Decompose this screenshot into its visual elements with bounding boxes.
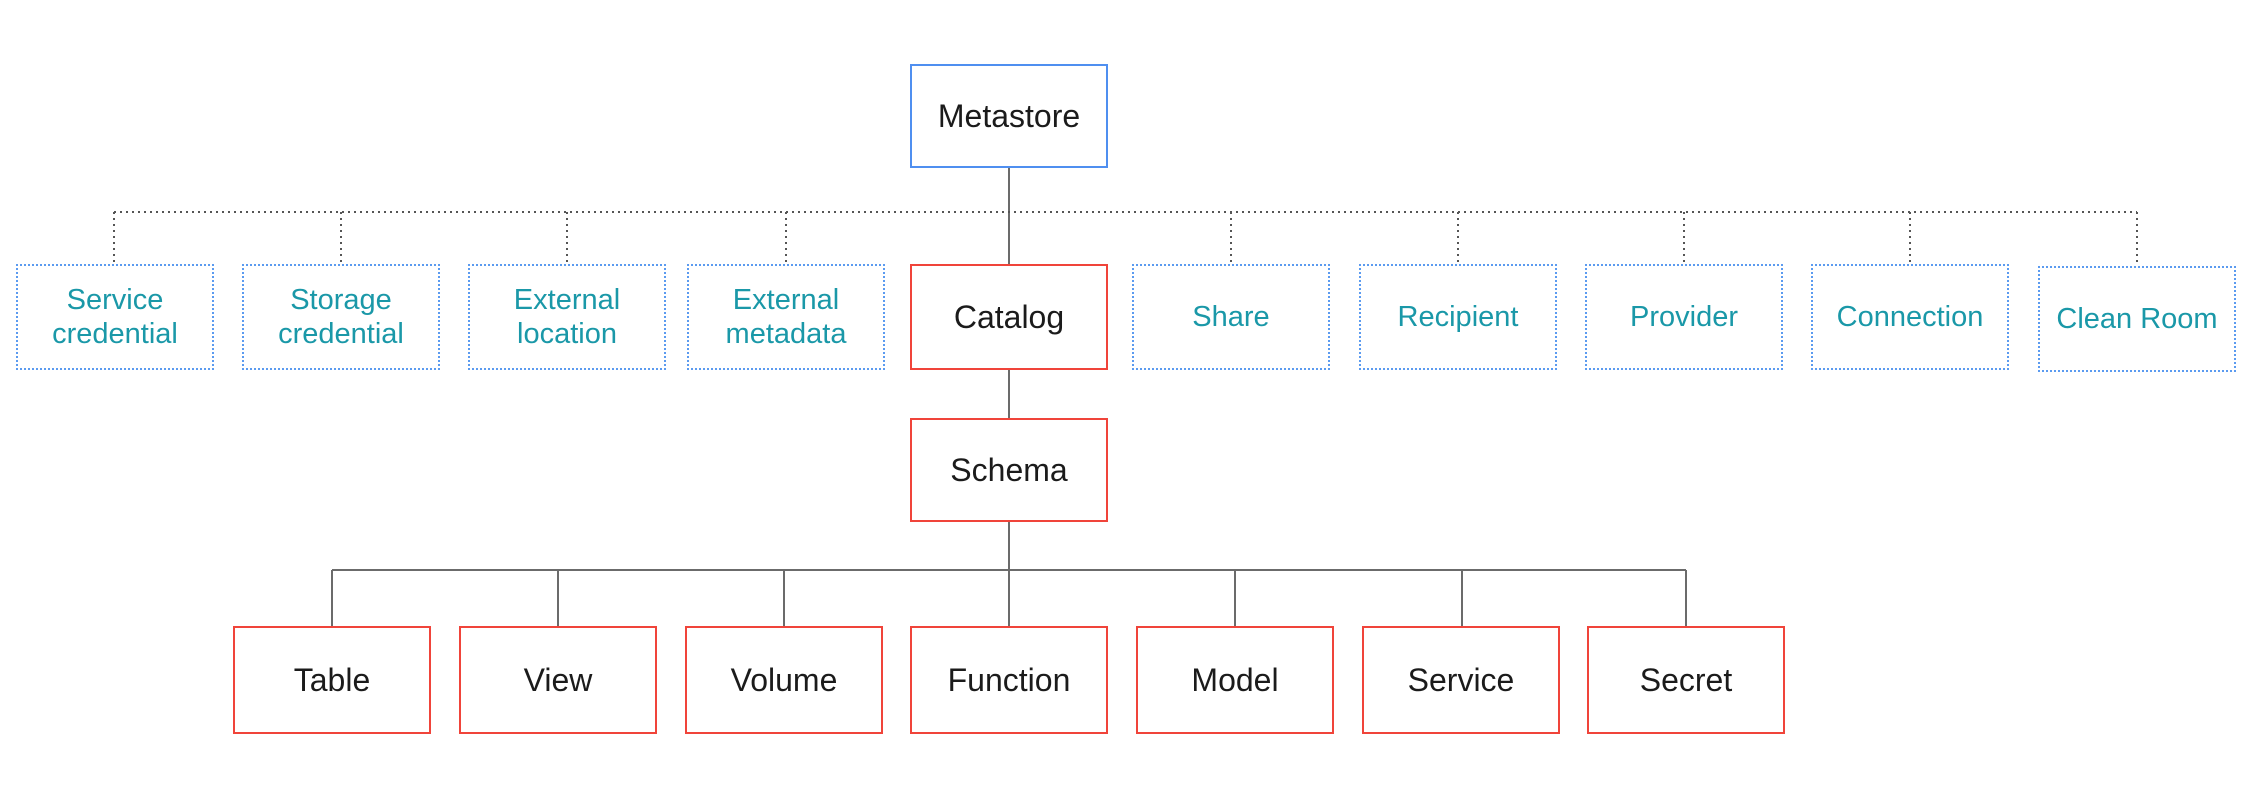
external-location-label: External location [513, 284, 621, 350]
function-node: Function [910, 626, 1108, 734]
secret-label: Secret [1639, 661, 1733, 698]
external-metadata-label: External metadata [725, 284, 847, 350]
external-location-node: External location [468, 264, 666, 370]
model-label: Model [1191, 661, 1279, 698]
catalog-node: Catalog [910, 264, 1108, 370]
view-node: View [459, 626, 657, 734]
function-label: Function [947, 661, 1071, 698]
clean-room-node: Clean Room [2038, 266, 2236, 372]
schema-node: Schema [910, 418, 1108, 522]
storage-credential-label: Storage credential [278, 284, 404, 350]
table-node: Table [233, 626, 431, 734]
table-label: Table [293, 661, 371, 698]
schema-label: Schema [950, 451, 1068, 488]
share-label: Share [1192, 301, 1270, 333]
service-node: Service [1362, 626, 1560, 734]
storage-credential-node: Storage credential [242, 264, 440, 370]
service-credential-label: Service credential [52, 284, 178, 350]
connection-label: Connection [1836, 301, 1984, 333]
metastore-label: Metastore [937, 97, 1081, 134]
share-node: Share [1132, 264, 1330, 370]
catalog-label: Catalog [953, 298, 1065, 335]
volume-label: Volume [730, 661, 838, 698]
secret-node: Secret [1587, 626, 1785, 734]
provider-node: Provider [1585, 264, 1783, 370]
view-label: View [523, 661, 593, 698]
volume-node: Volume [685, 626, 883, 734]
service-credential-node: Service credential [16, 264, 214, 370]
model-node: Model [1136, 626, 1334, 734]
recipient-label: Recipient [1397, 301, 1519, 333]
clean-room-label: Clean Room [2056, 303, 2218, 335]
service-label: Service [1407, 661, 1515, 698]
external-metadata-node: External metadata [687, 264, 885, 370]
provider-label: Provider [1630, 301, 1738, 333]
metastore-node: Metastore [910, 64, 1108, 168]
recipient-node: Recipient [1359, 264, 1557, 370]
connection-node: Connection [1811, 264, 2009, 370]
